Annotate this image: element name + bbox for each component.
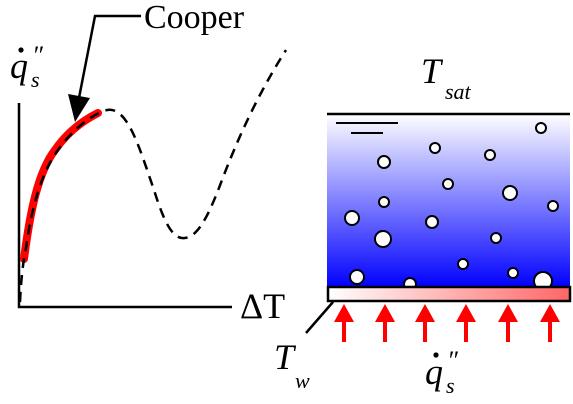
bubble (374, 230, 392, 248)
heater-plate (326, 285, 572, 303)
heat-arrow (456, 304, 476, 342)
bubble (344, 210, 360, 226)
tw-subscript: w (295, 368, 310, 393)
heat-arrow (415, 304, 435, 342)
bubble (442, 178, 454, 190)
y-axis-label: q ″ s (10, 41, 44, 92)
bubble (490, 232, 502, 244)
heat-arrow (334, 304, 354, 342)
tsat-subscript: sat (445, 79, 472, 104)
heat-flux-label: q ″ s (425, 346, 459, 398)
heat-flux-symbol: q (425, 352, 443, 392)
cooper-label: Cooper (144, 0, 245, 36)
liquid-pool (327, 114, 570, 288)
boiling-curve (18, 49, 288, 303)
heat-arrow (498, 304, 518, 342)
y-axis-subscript: s (31, 67, 40, 92)
heat-flux-mark: ″ (447, 346, 459, 375)
y-axis-dot (18, 47, 24, 53)
cooper-arrowhead (68, 94, 90, 122)
x-axis-label: ΔT (240, 286, 285, 326)
bubble (378, 196, 390, 208)
cooper-highlight (20, 109, 102, 263)
bubble (377, 155, 391, 169)
bubble (502, 185, 518, 201)
tsat-symbol: T (421, 51, 444, 91)
boiling-curve-plot: q ″ s ΔT Cooper (10, 0, 288, 326)
bubble (457, 258, 469, 270)
tw-leader-line (305, 301, 334, 334)
y-axis-mark: ″ (32, 41, 44, 70)
heat-flux-subscript: s (446, 373, 455, 398)
tw-label: T w (274, 337, 310, 393)
tsat-label: T sat (421, 51, 472, 104)
cooper-leader-line (76, 14, 141, 104)
pool-boiling-schematic: T sat (274, 51, 572, 398)
heat-flux-dot (433, 352, 439, 358)
heat-arrow (375, 304, 395, 342)
y-axis-symbol: q (10, 46, 28, 86)
bubble (429, 142, 441, 154)
heat-arrow (540, 304, 560, 342)
bubble (507, 267, 519, 279)
bubble (484, 149, 496, 161)
tw-symbol: T (274, 337, 297, 377)
bubble (349, 269, 365, 285)
bubble (547, 200, 559, 212)
vapor-bubbles (344, 122, 559, 291)
heat-flux-arrows (334, 304, 560, 342)
bubble (425, 215, 439, 229)
bubble (535, 122, 547, 134)
